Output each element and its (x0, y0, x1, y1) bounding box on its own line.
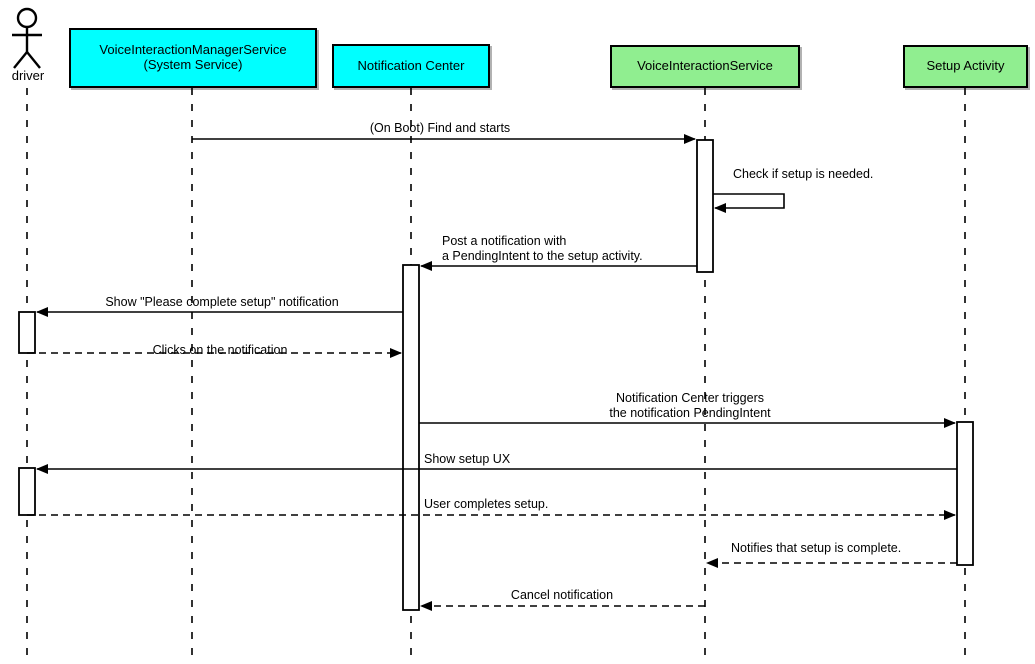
participant-box-notification-center[interactable]: Notification Center (332, 44, 490, 88)
participant-box-voiceinteractionservice[interactable]: VoiceInteractionService (610, 45, 800, 88)
activation-bar-driver (18, 467, 36, 516)
activation-bar-notification-center (402, 264, 420, 611)
actor-right-leg-icon (26, 51, 41, 69)
actor-left-leg-icon (13, 51, 28, 69)
participant-box-voiceinteractionmanagerservice[interactable]: VoiceInteractionManagerService (System S… (69, 28, 317, 88)
participant-box-setup-activity[interactable]: Setup Activity (903, 45, 1028, 88)
activation-bar-driver (18, 311, 36, 354)
activation-bars-group (18, 139, 974, 611)
actor-head-icon (16, 7, 38, 29)
activation-bar-setup-activity (956, 421, 974, 566)
lifelines-group (26, 88, 966, 660)
actor-label-driver: driver (11, 68, 45, 83)
message-arrows-group (27, 134, 957, 611)
activation-bar-vis (696, 139, 714, 273)
message-arrow-msg-2 (713, 193, 785, 213)
actor-figure-group (12, 7, 42, 69)
